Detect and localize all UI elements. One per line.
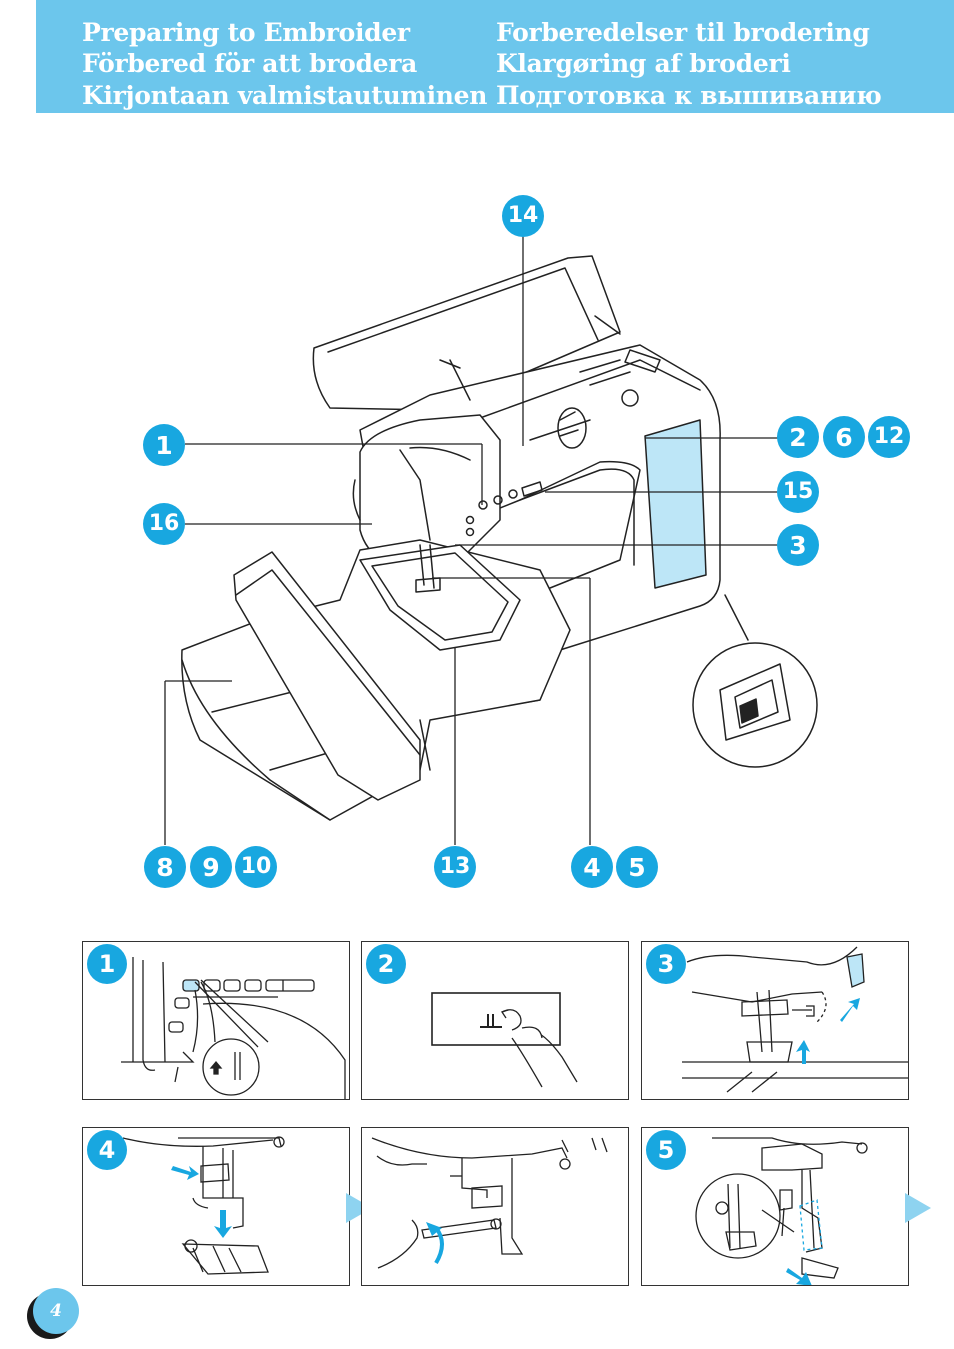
step-badge: 4 <box>87 1130 127 1170</box>
step-panel-5: 5 <box>641 1127 909 1286</box>
title-da: Klargøring af broderi <box>496 49 791 78</box>
step-panel-4: 4 <box>82 1127 350 1286</box>
step-panel-1: 1 <box>82 941 350 1100</box>
title-en: Preparing to Embroider <box>82 18 410 47</box>
step-panel-2: 2 <box>361 941 629 1100</box>
page-number: 4 <box>33 1288 79 1334</box>
page-header: Preparing to Embroider Förbered för att … <box>36 0 954 113</box>
embroidery-machine-diagram <box>164 234 818 845</box>
step-panel-intermediate <box>361 1127 629 1286</box>
title-no: Forberedelser til brodering <box>496 18 870 47</box>
title-ru: Подготовка к вышиванию <box>496 81 882 110</box>
step-badge: 2 <box>366 944 406 984</box>
step-badge: 3 <box>646 944 686 984</box>
callout-leaders <box>164 234 778 845</box>
step-badge: 5 <box>646 1130 686 1170</box>
title-fi: Kirjontaan valmistautuminen <box>82 81 488 110</box>
step-badge: 1 <box>87 944 127 984</box>
step-panel-3: 3 <box>641 941 909 1100</box>
right-arrow-icon <box>905 1193 931 1223</box>
title-sv: Förbered för att brodera <box>82 49 418 78</box>
